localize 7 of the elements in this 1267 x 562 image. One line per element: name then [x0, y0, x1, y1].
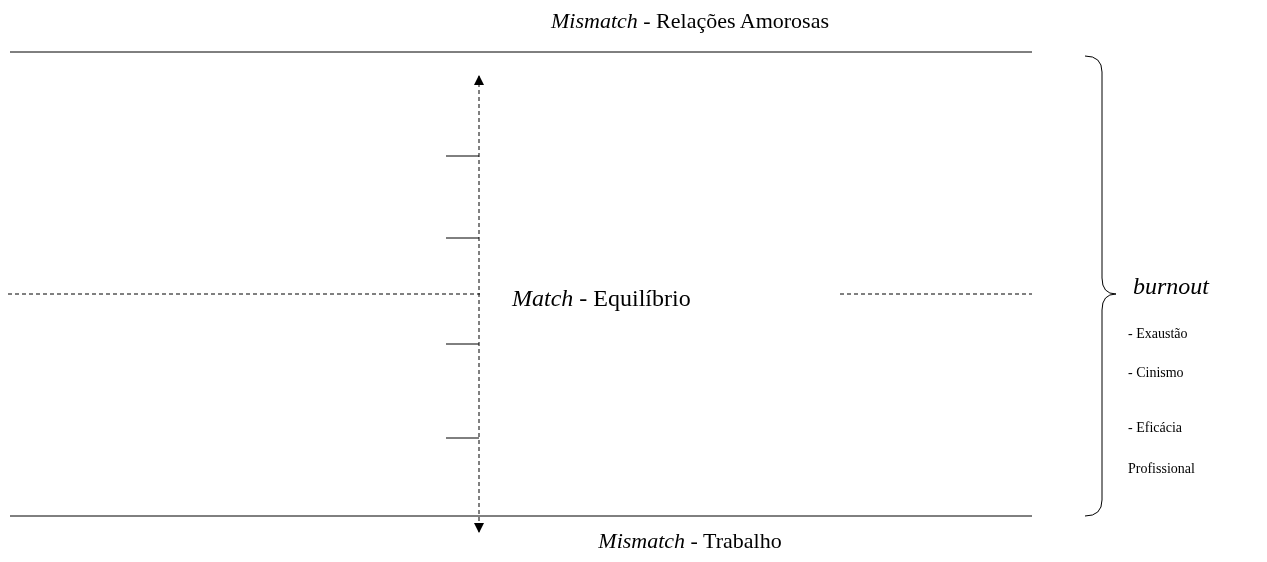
list-item: - Cinismo — [1128, 365, 1184, 382]
bracket-label: burnout — [1133, 273, 1209, 301]
center-label: Match - Equilíbrio — [512, 285, 691, 313]
axis-title: Mismatch - Relações Amorosas — [551, 8, 829, 34]
list-item: - Eficácia Profissional — [1128, 419, 1196, 478]
axis-title: Mismatch - Trabalho — [598, 528, 782, 554]
list-item: - Exaustão — [1128, 326, 1188, 343]
